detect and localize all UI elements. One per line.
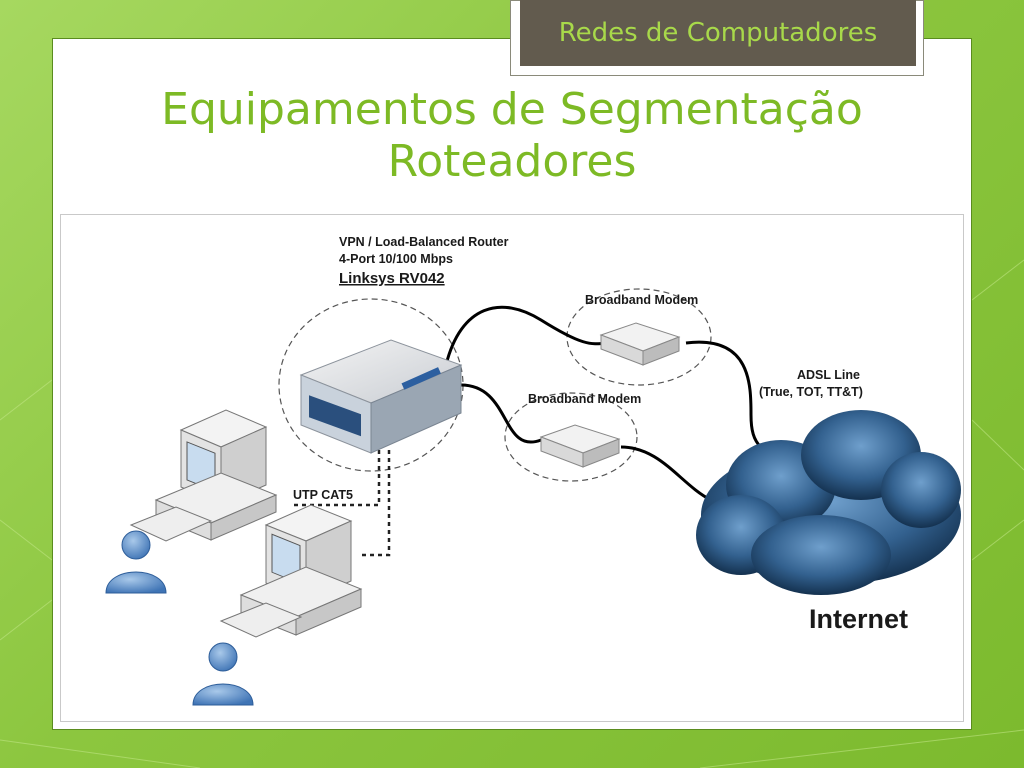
router-device bbox=[299, 339, 463, 454]
adsl-label-line-1: ADSL Line bbox=[797, 368, 860, 382]
cable-router-to-modem-bottom bbox=[460, 383, 542, 444]
computer-2 bbox=[219, 504, 363, 638]
internet-label: Internet bbox=[809, 604, 908, 634]
header-tag: Redes de Computadores bbox=[520, 0, 916, 66]
modem-bottom-highlight-ellipse bbox=[504, 392, 638, 482]
header-tag-text: Redes de Computadores bbox=[558, 18, 878, 48]
router-label-line-2: 4-Port 10/100 Mbps bbox=[339, 252, 453, 266]
computer-1 bbox=[129, 409, 278, 542]
modem-top-label: Broadband Modem bbox=[585, 293, 698, 307]
user-icon-1 bbox=[105, 530, 167, 594]
slide-title: Equipamentos de Segmentação Roteadores bbox=[52, 84, 972, 188]
title-line-1: Equipamentos de Segmentação bbox=[161, 84, 863, 135]
modem-bottom-label: Broadband Modem bbox=[528, 392, 641, 406]
adsl-label-line-2: (True, TOT, TT&T) bbox=[759, 385, 863, 399]
utp-cable bbox=[291, 450, 391, 557]
title-line-2: Roteadores bbox=[387, 136, 637, 187]
router-label-line-1: VPN / Load-Balanced Router bbox=[339, 235, 509, 249]
cable-modem-bottom-to-internet bbox=[620, 445, 712, 502]
modem-top-device bbox=[599, 322, 681, 366]
modem-top-highlight-ellipse bbox=[566, 288, 712, 386]
modem-bottom-device bbox=[539, 424, 621, 468]
cable-router-to-modem-top bbox=[444, 305, 607, 366]
network-diagram: VPN / Load-Balanced Router 4-Port 10/100… bbox=[60, 214, 964, 722]
user-icon-2 bbox=[192, 642, 254, 706]
router-label-line-3: Linksys RV042 bbox=[339, 270, 445, 287]
internet-cloud bbox=[696, 410, 961, 595]
utp-cable-label: UTP CAT5 bbox=[293, 488, 353, 502]
